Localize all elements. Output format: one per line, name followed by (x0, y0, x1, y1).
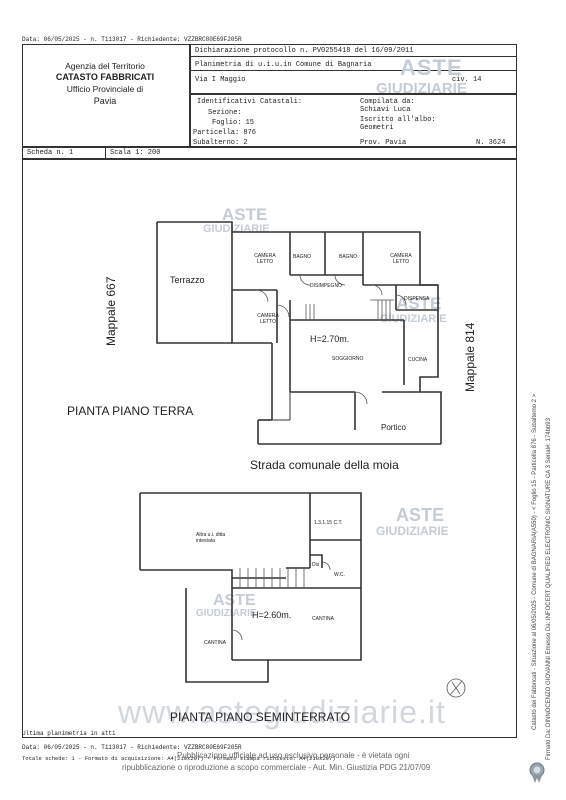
ct-label: 1.3.1.15 C.T. (314, 520, 343, 526)
mappale-right-label: Mappale 814 (463, 322, 477, 392)
giudiziarie-watermark: GIUDIZIARIE (380, 313, 447, 325)
camera-letto-label: CAMERA LETTO (257, 313, 279, 325)
totale-schede: Totale schede: 1 - Formato di acquisizio… (22, 755, 336, 762)
disclaimer-line-1: Pubblicazione ufficiale ad uso esclusivo… (177, 751, 410, 760)
aste-watermark: ASTE (396, 294, 442, 313)
top-request-line: Data: 06/05/2025 - n. T113017 - Richiede… (22, 36, 242, 43)
compilata-name: Schiavi Luca (360, 106, 411, 114)
camera-letto-label: CAMERA LETTO (390, 253, 412, 265)
header-ident-box (190, 94, 517, 147)
disclaimer-line-2: ripubblicazione o riproduzione a scopo c… (122, 763, 431, 772)
giudiziarie-watermark: GIUDIZIARIE (196, 608, 257, 619)
side-catasto-text: Catasto dei Fabbricati - Situazione al 0… (532, 393, 538, 730)
door-arcs (255, 274, 407, 405)
basement-height-label: H=2.60m. (252, 610, 292, 620)
mappale-left-label: Mappale 667 (104, 276, 118, 346)
altra-ui-label: Altra u.i. ditta intestata (196, 532, 226, 544)
bagno-label: BAGNO (293, 254, 312, 260)
iscritto-label: Iscritto all'albo: (360, 116, 436, 124)
aste-watermark: ASTE (396, 505, 445, 525)
catasto-title: CATASTO FABBRICATI (55, 72, 155, 82)
scheda-box (22, 147, 517, 160)
scala: Scala 1: 200 (110, 149, 161, 157)
basement-door-arcs (231, 561, 331, 641)
dis-label: Dis (312, 562, 320, 568)
soggiorno-label: SOGGIORNO (332, 356, 364, 362)
wc-label: W.C. (334, 572, 345, 578)
disimpegno-label: DISIMPEGNO (310, 283, 342, 289)
particella: Particella: 876 (193, 129, 257, 137)
compilata-label: Compilata da: (360, 98, 415, 106)
header-protocol-box (190, 44, 517, 94)
stair-lines (305, 299, 394, 320)
certified-seal-icon (529, 762, 545, 783)
sezione: Sezione: (208, 109, 242, 117)
ultima-planimetria: Ultima planimetria in atti (22, 730, 116, 737)
provincia: Prov. Pavia (360, 139, 407, 147)
address-line: Via I Maggio (195, 76, 246, 84)
header-agency-box (22, 44, 190, 147)
north-compass-icon (446, 678, 466, 698)
scheda-number: Scheda n. 1 (27, 149, 74, 157)
giudiziarie-watermark: GIUDIZIARIE (376, 80, 467, 97)
camera-letto-label: CAMERA LETTO (254, 253, 276, 265)
civic-number: civ. 14 (452, 76, 482, 84)
ufficio-label: Ufficio Provinciale di (66, 84, 144, 94)
footer-request-line: Data: 06/05/2025 - n. T113017 - Richiede… (22, 744, 242, 751)
ufficio-city: Pavia (93, 96, 117, 106)
site-watermark: www.astegiudiziarie.it (118, 694, 446, 730)
protocol-line: Dichiarazione protocollo n. PV0255418 de… (195, 47, 414, 55)
agency-name: Agenzia del Territorio (65, 61, 145, 71)
aste-watermark: ASTE (222, 205, 268, 224)
drawing-frame (22, 158, 517, 738)
ground-floor-walls (156, 221, 442, 445)
cucina-label: CUCINA (408, 357, 428, 363)
basement-floor-title: PIANTA PIANO SEMINTERRATO (170, 710, 351, 724)
aste-watermark: ASTE (213, 592, 256, 609)
ground-floor-title: PIANTA PIANO TERRA (67, 404, 194, 418)
divider (190, 70, 516, 71)
bagno-label: BAGNO (339, 254, 358, 260)
foglio: Foglio: 15 (212, 119, 255, 127)
dispensa-label: DISPENSA (404, 296, 430, 302)
basement-stair (239, 568, 305, 588)
divider (105, 147, 106, 159)
subalterno: Subalterno: 2 (193, 139, 248, 147)
terrazzo-label: Terrazzo (170, 275, 205, 285)
giudiziarie-watermark: GIUDIZIARIE (376, 524, 449, 538)
basement-walls (139, 492, 362, 683)
cantina-label: CANTINA (204, 640, 226, 646)
albo-value: Geometri (360, 124, 394, 132)
cantina-label: CANTINA (312, 616, 334, 622)
ground-height-label: H=2.70m. (310, 334, 350, 344)
side-signature-text: Firmato Da: DINNOCENZO GIOVANNI Emesso D… (546, 418, 552, 760)
portico-label: Portico (381, 423, 406, 432)
divider (190, 56, 516, 57)
portico-outline (272, 392, 291, 421)
aste-watermark: ASTE (400, 55, 463, 80)
street-label: Strada comunale della moia (250, 458, 399, 472)
albo-number: N. 3624 (476, 139, 506, 147)
ident-label: Identificativi Catastali: (197, 98, 303, 106)
planimetria-line: Planimetria di u.i.u.in Comune di Bagnar… (195, 61, 372, 69)
